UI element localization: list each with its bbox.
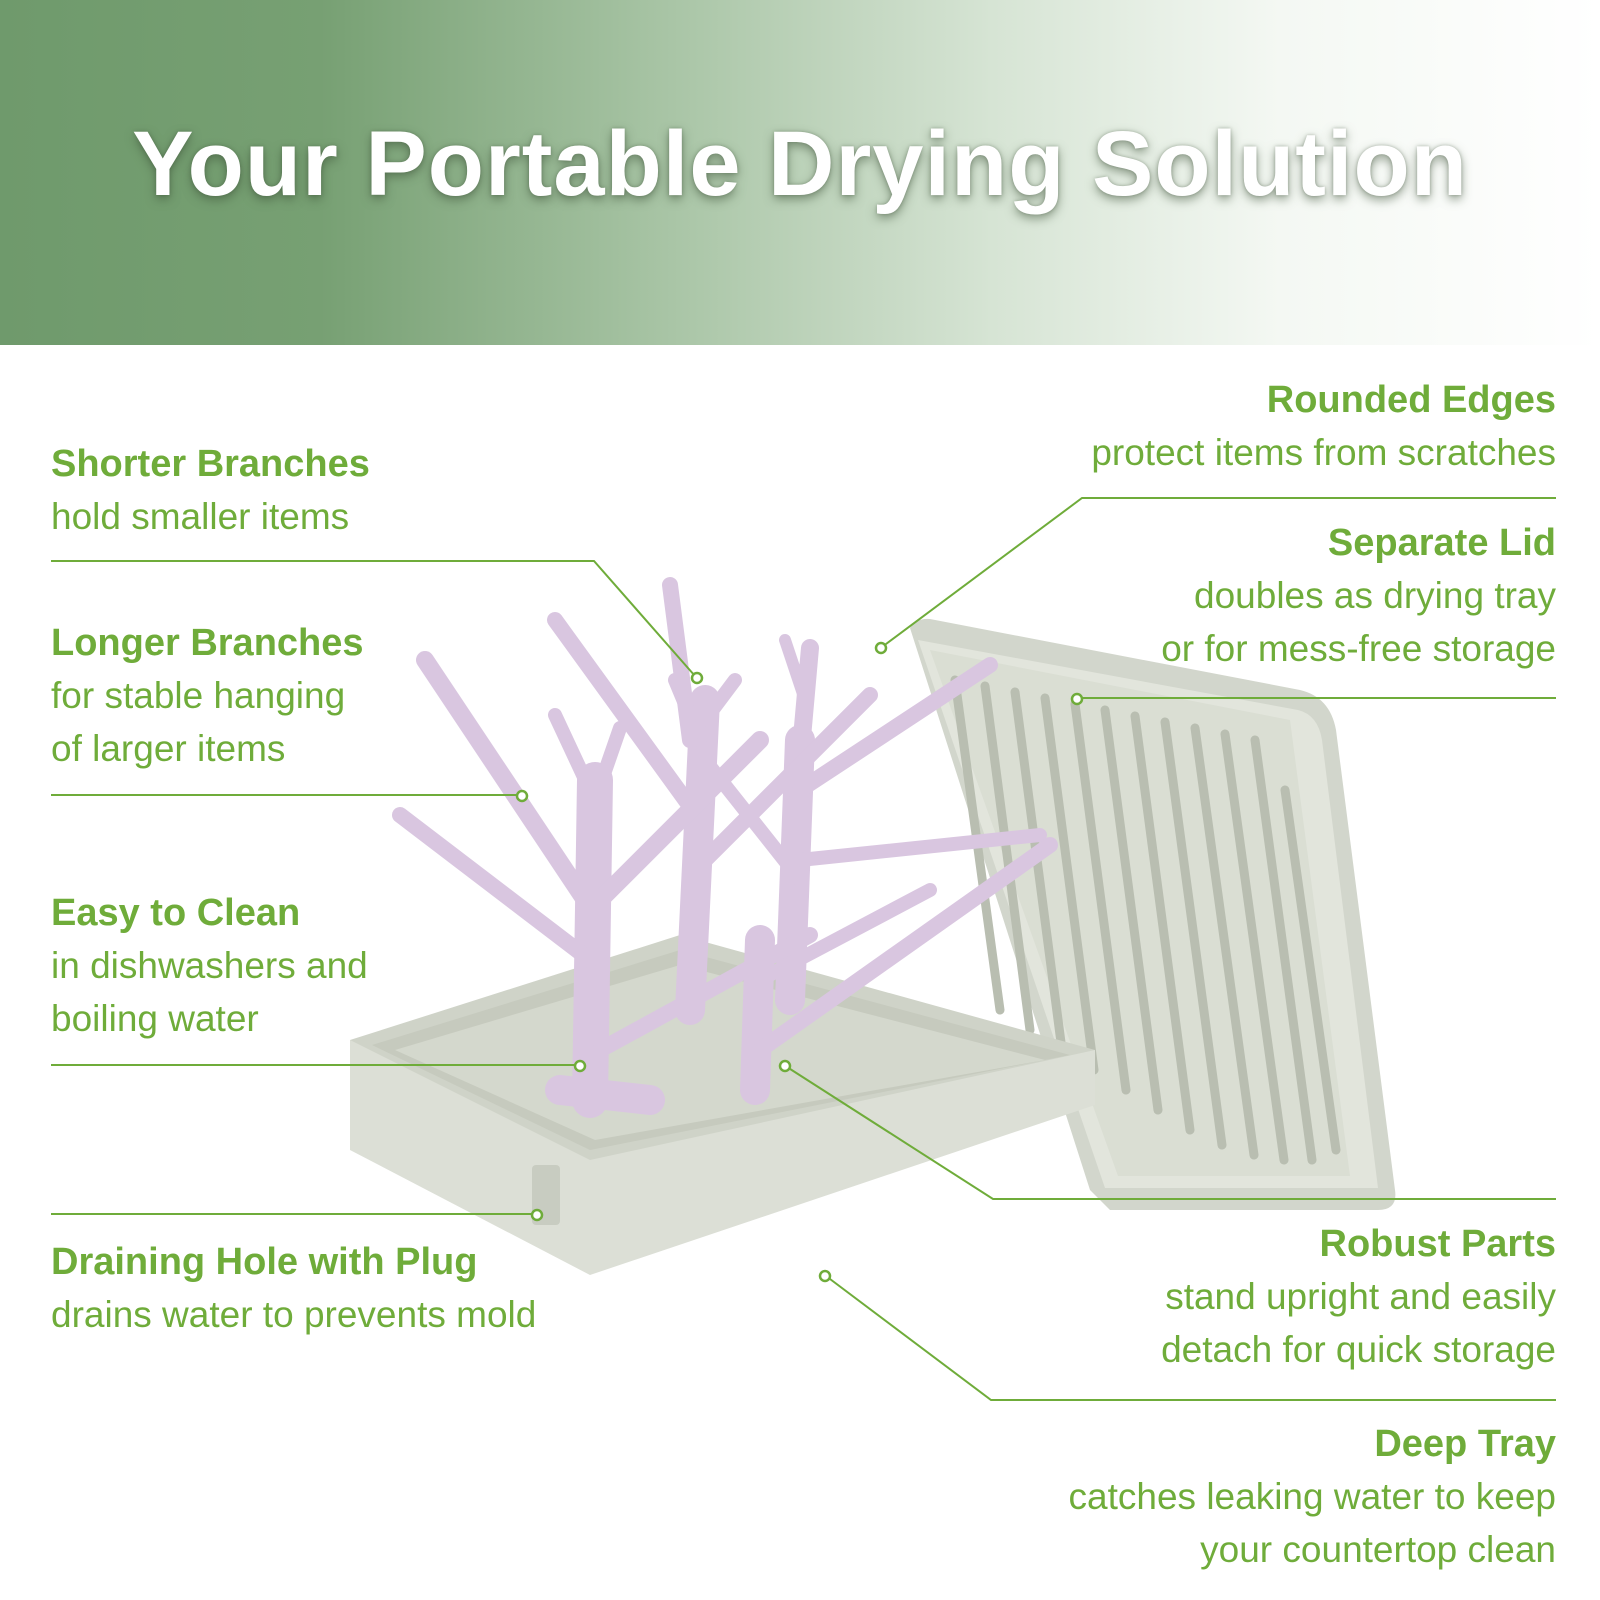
feature-title: Draining Hole with Plug (51, 1241, 478, 1283)
callout-lines (51, 497, 1556, 1401)
feature-draining-hole: Draining Hole with Plug drains water to … (51, 1236, 536, 1341)
feature-title: Shorter Branches (51, 443, 370, 485)
callout-dots (515, 641, 1084, 1283)
feature-description: stand upright and easily detach for quic… (1161, 1276, 1556, 1370)
branch-rack (392, 577, 1058, 1118)
page-title: Your Portable Drying Solution (132, 113, 1468, 215)
feature-title: Separate Lid (1327, 522, 1556, 564)
header-banner: Your Portable Drying Solution (0, 0, 1600, 345)
feature-deep-tray: Deep Tray catches leaking water to keep … (1069, 1418, 1556, 1576)
feature-robust-parts: Robust Parts stand upright and easily de… (1161, 1218, 1556, 1376)
feature-longer-branches: Longer Branches for stable hanging of la… (51, 617, 364, 775)
feature-title: Robust Parts (1319, 1223, 1556, 1265)
feature-description: drains water to prevents mold (51, 1294, 537, 1335)
feature-description: doubles as drying tray or for mess-free … (1161, 575, 1556, 669)
feature-description: in dishwashers and boiling water (51, 945, 368, 1039)
feature-title: Easy to Clean (51, 892, 301, 934)
lid (910, 618, 1396, 1210)
feature-easy-to-clean: Easy to Clean in dishwashers and boiling… (51, 887, 368, 1045)
feature-description: hold smaller items (51, 496, 350, 537)
feature-shorter-branches: Shorter Branches hold smaller items (51, 438, 370, 543)
feature-rounded-edges: Rounded Edges protect items from scratch… (1091, 374, 1556, 479)
feature-title: Longer Branches (51, 622, 364, 664)
feature-description: for stable hanging of larger items (51, 675, 346, 769)
feature-separate-lid: Separate Lid doubles as drying tray or f… (1161, 517, 1556, 675)
feature-description: catches leaking water to keep your count… (1068, 1476, 1556, 1570)
feature-title: Rounded Edges (1266, 379, 1556, 421)
feature-title: Deep Tray (1374, 1423, 1556, 1465)
feature-description: protect items from scratches (1091, 432, 1556, 473)
